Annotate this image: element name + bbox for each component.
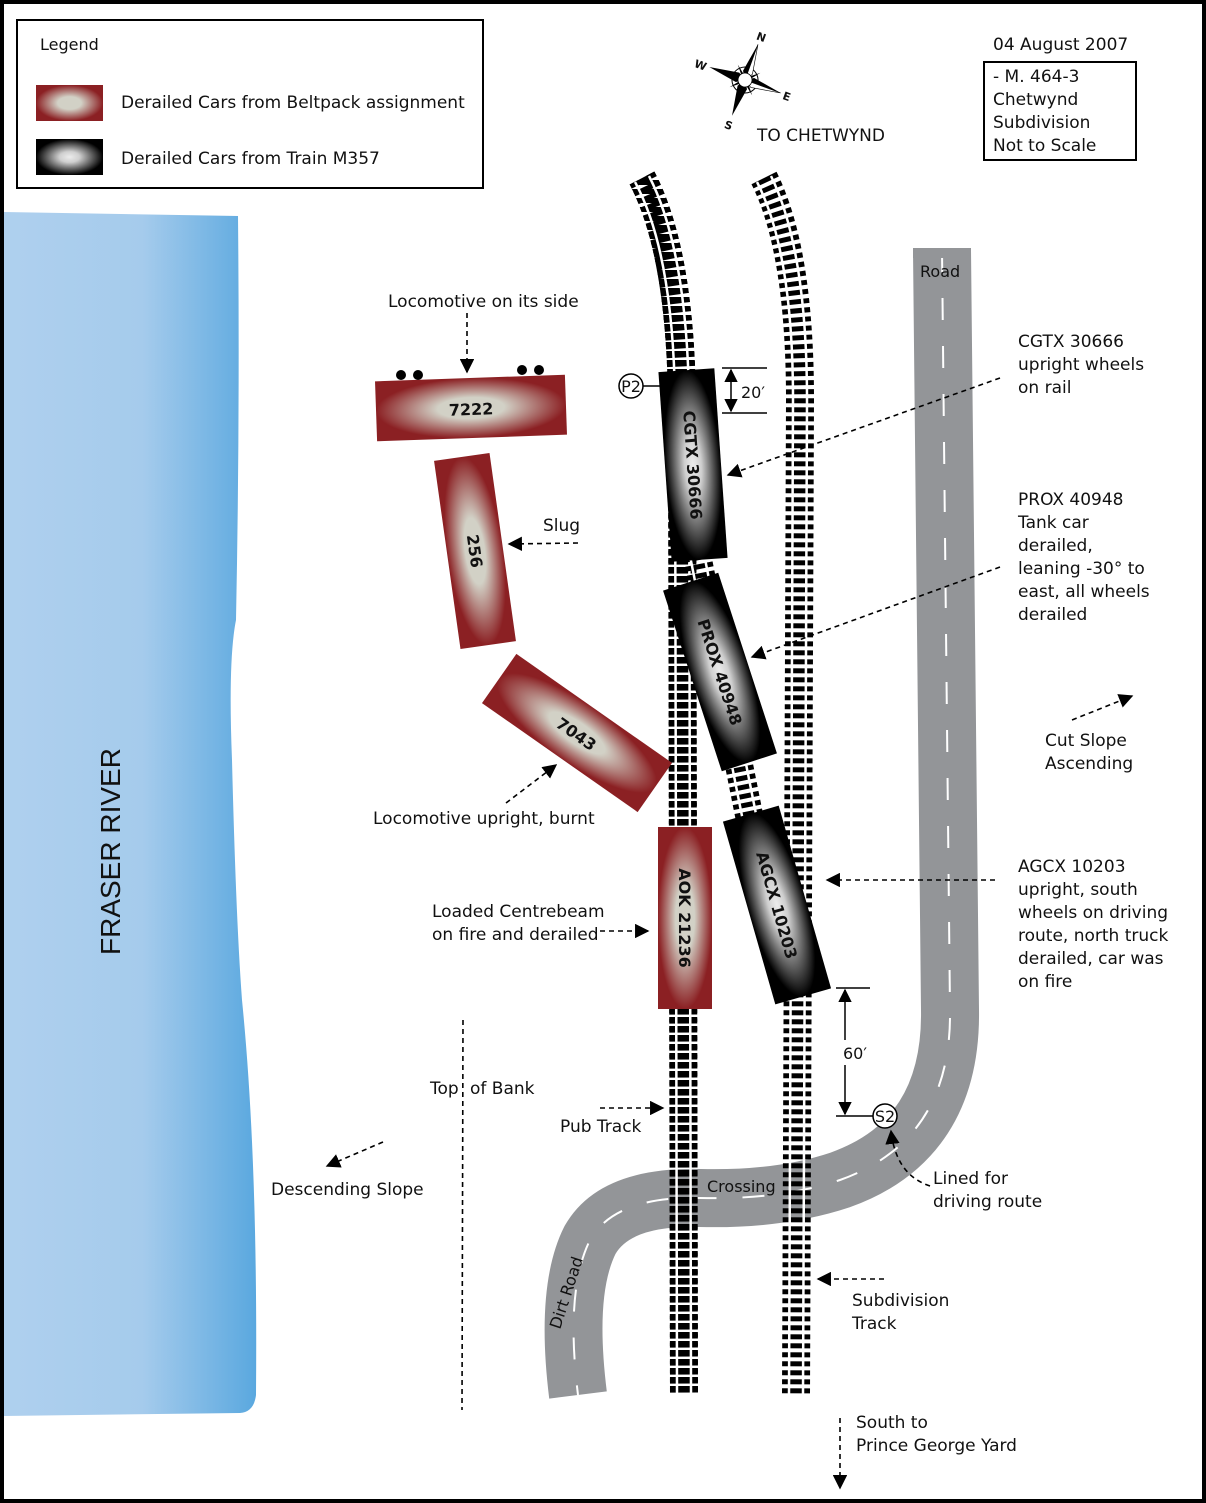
car-id-256: 256: [463, 533, 486, 569]
fraser-river: [4, 212, 257, 1416]
legend: Legend Derailed Cars from Beltpack assig…: [16, 19, 484, 189]
svg-text:Prince George Yard: Prince George Yard: [856, 1436, 1017, 1456]
svg-text:Loaded Centrebeam: Loaded Centrebeam: [432, 902, 605, 922]
marker-s2[interactable]: S2: [836, 1103, 898, 1129]
top-of-bank-line: [461, 1019, 464, 1411]
annotation-lined: Lined for driving route: [933, 1169, 1042, 1212]
svg-text:Subdivision: Subdivision: [852, 1291, 949, 1311]
car-cgtx-30666[interactable]: CGTX 30666: [658, 368, 728, 562]
subdivision-track: [751, 171, 815, 1396]
road: [544, 249, 980, 1399]
wheels-icon: [396, 365, 544, 380]
car-aok-21236[interactable]: AOK 21236: [658, 827, 712, 1009]
info-line-chetwynd: Chetwynd: [993, 90, 1078, 110]
svg-text:derailed,: derailed,: [1018, 536, 1093, 556]
annotation-slug: Slug: [543, 516, 580, 536]
info-line-milepost: - M. 464-3: [993, 67, 1079, 87]
car-id-aok-21236: AOK 21236: [675, 868, 694, 968]
svg-text:route, north truck: route, north truck: [1018, 926, 1169, 946]
arrow-loco-upright: [505, 764, 558, 804]
to-chetwynd-label: TO CHETWYND: [756, 126, 885, 146]
marker-s2-label: S2: [875, 1107, 895, 1126]
annotation-loco-side: Locomotive on its side: [388, 292, 579, 312]
info-line-scale: Not to Scale: [993, 136, 1096, 156]
dimension-60ft-label: 60′: [843, 1044, 867, 1063]
svg-text:leaning -30° to: leaning -30° to: [1018, 559, 1145, 579]
info-line-subdivision: Subdivision: [993, 113, 1090, 133]
svg-text:PROX 40948: PROX 40948: [1018, 490, 1124, 510]
svg-text:upright wheels: upright wheels: [1018, 355, 1144, 375]
annotation-south: South to Prince George Yard: [856, 1413, 1017, 1456]
car-7043[interactable]: 7043: [481, 653, 673, 813]
svg-text:South to: South to: [856, 1413, 928, 1433]
car-7222[interactable]: 7222: [375, 374, 567, 442]
river-label: FRASER RIVER: [95, 748, 126, 955]
svg-text:Top: Top: [429, 1079, 459, 1099]
car-agcx-10203[interactable]: AGCX 10203: [722, 805, 832, 1005]
annotation-cgtx: CGTX 30666 upright wheels on rail: [1018, 332, 1144, 398]
svg-text:on rail: on rail: [1018, 378, 1071, 398]
arrow-descending: [325, 1141, 384, 1168]
dimension-20ft: 20′: [722, 367, 767, 414]
svg-text:Lined for: Lined for: [933, 1169, 1008, 1189]
car-prox-40948[interactable]: PROX 40948: [663, 572, 777, 772]
crossing-label: Crossing: [707, 1177, 776, 1196]
annotation-agcx: AGCX 10203 upright, south wheels on driv…: [1018, 857, 1169, 992]
svg-text:Track: Track: [851, 1314, 897, 1334]
svg-text:of Bank: of Bank: [470, 1079, 535, 1099]
legend-swatch-m357: [36, 139, 103, 175]
annotation-subdivision: Subdivision Track: [851, 1291, 949, 1334]
annotation-prox: PROX 40948 Tank car derailed, leaning -3…: [1017, 490, 1150, 625]
annotation-top-of-bank: Top of Bank: [429, 1079, 535, 1099]
road-label: Road: [920, 262, 960, 281]
compass-n: N: [755, 30, 768, 45]
annotation-loco-upright: Locomotive upright, burnt: [373, 809, 595, 829]
legend-swatch-beltpack: [36, 85, 103, 121]
svg-text:Ascending: Ascending: [1045, 754, 1133, 774]
info-box: [983, 61, 1137, 161]
legend-title: Legend: [40, 35, 99, 54]
annotation-arrows: [325, 313, 1134, 1490]
marker-p2-label: P2: [621, 377, 641, 396]
svg-text:on fire and derailed: on fire and derailed: [432, 925, 599, 945]
arrow-prox: [750, 566, 1001, 660]
compass-w: W: [692, 57, 708, 73]
svg-text:east, all wheels: east, all wheels: [1018, 582, 1150, 602]
svg-text:upright, south: upright, south: [1018, 880, 1138, 900]
dimension-20ft-label: 20′: [741, 383, 765, 402]
svg-text:derailed: derailed: [1018, 605, 1087, 625]
svg-text:AGCX 10203: AGCX 10203: [1018, 857, 1126, 877]
annotation-centrebeam: Loaded Centrebeam on fire and derailed: [432, 902, 605, 945]
legend-label-m357: Derailed Cars from Train M357: [121, 149, 380, 169]
annotation-cut-slope: Cut Slope Ascending: [1045, 731, 1133, 774]
car-id-7222: 7222: [448, 399, 493, 420]
marker-p2[interactable]: P2: [618, 373, 662, 399]
annotation-pub-track: Pub Track: [560, 1117, 642, 1137]
dimension-60ft: 60′: [836, 987, 870, 1116]
arrow-lined: [885, 1129, 931, 1187]
svg-text:driving route: driving route: [933, 1192, 1042, 1212]
svg-text:wheels on driving: wheels on driving: [1018, 903, 1168, 923]
arrow-cgtx: [726, 377, 1001, 478]
svg-text:Cut Slope: Cut Slope: [1045, 731, 1127, 751]
arrow-cut-slope: [1071, 694, 1134, 721]
legend-label-beltpack: Derailed Cars from Beltpack assignment: [121, 93, 465, 113]
compass-e: E: [781, 89, 793, 104]
svg-text:derailed, car was: derailed, car was: [1018, 949, 1164, 969]
annotation-descending-slope: Descending Slope: [271, 1180, 424, 1200]
svg-text:Tank car: Tank car: [1017, 513, 1089, 533]
date-label: 04 August 2007: [993, 35, 1128, 55]
arrow-slug: [507, 536, 579, 552]
compass-s: S: [722, 118, 734, 133]
car-256[interactable]: 256: [434, 453, 516, 649]
svg-text:CGTX 30666: CGTX 30666: [1018, 332, 1124, 352]
svg-text:on fire: on fire: [1018, 972, 1072, 992]
compass-rose-icon: N E S W: [692, 30, 793, 133]
